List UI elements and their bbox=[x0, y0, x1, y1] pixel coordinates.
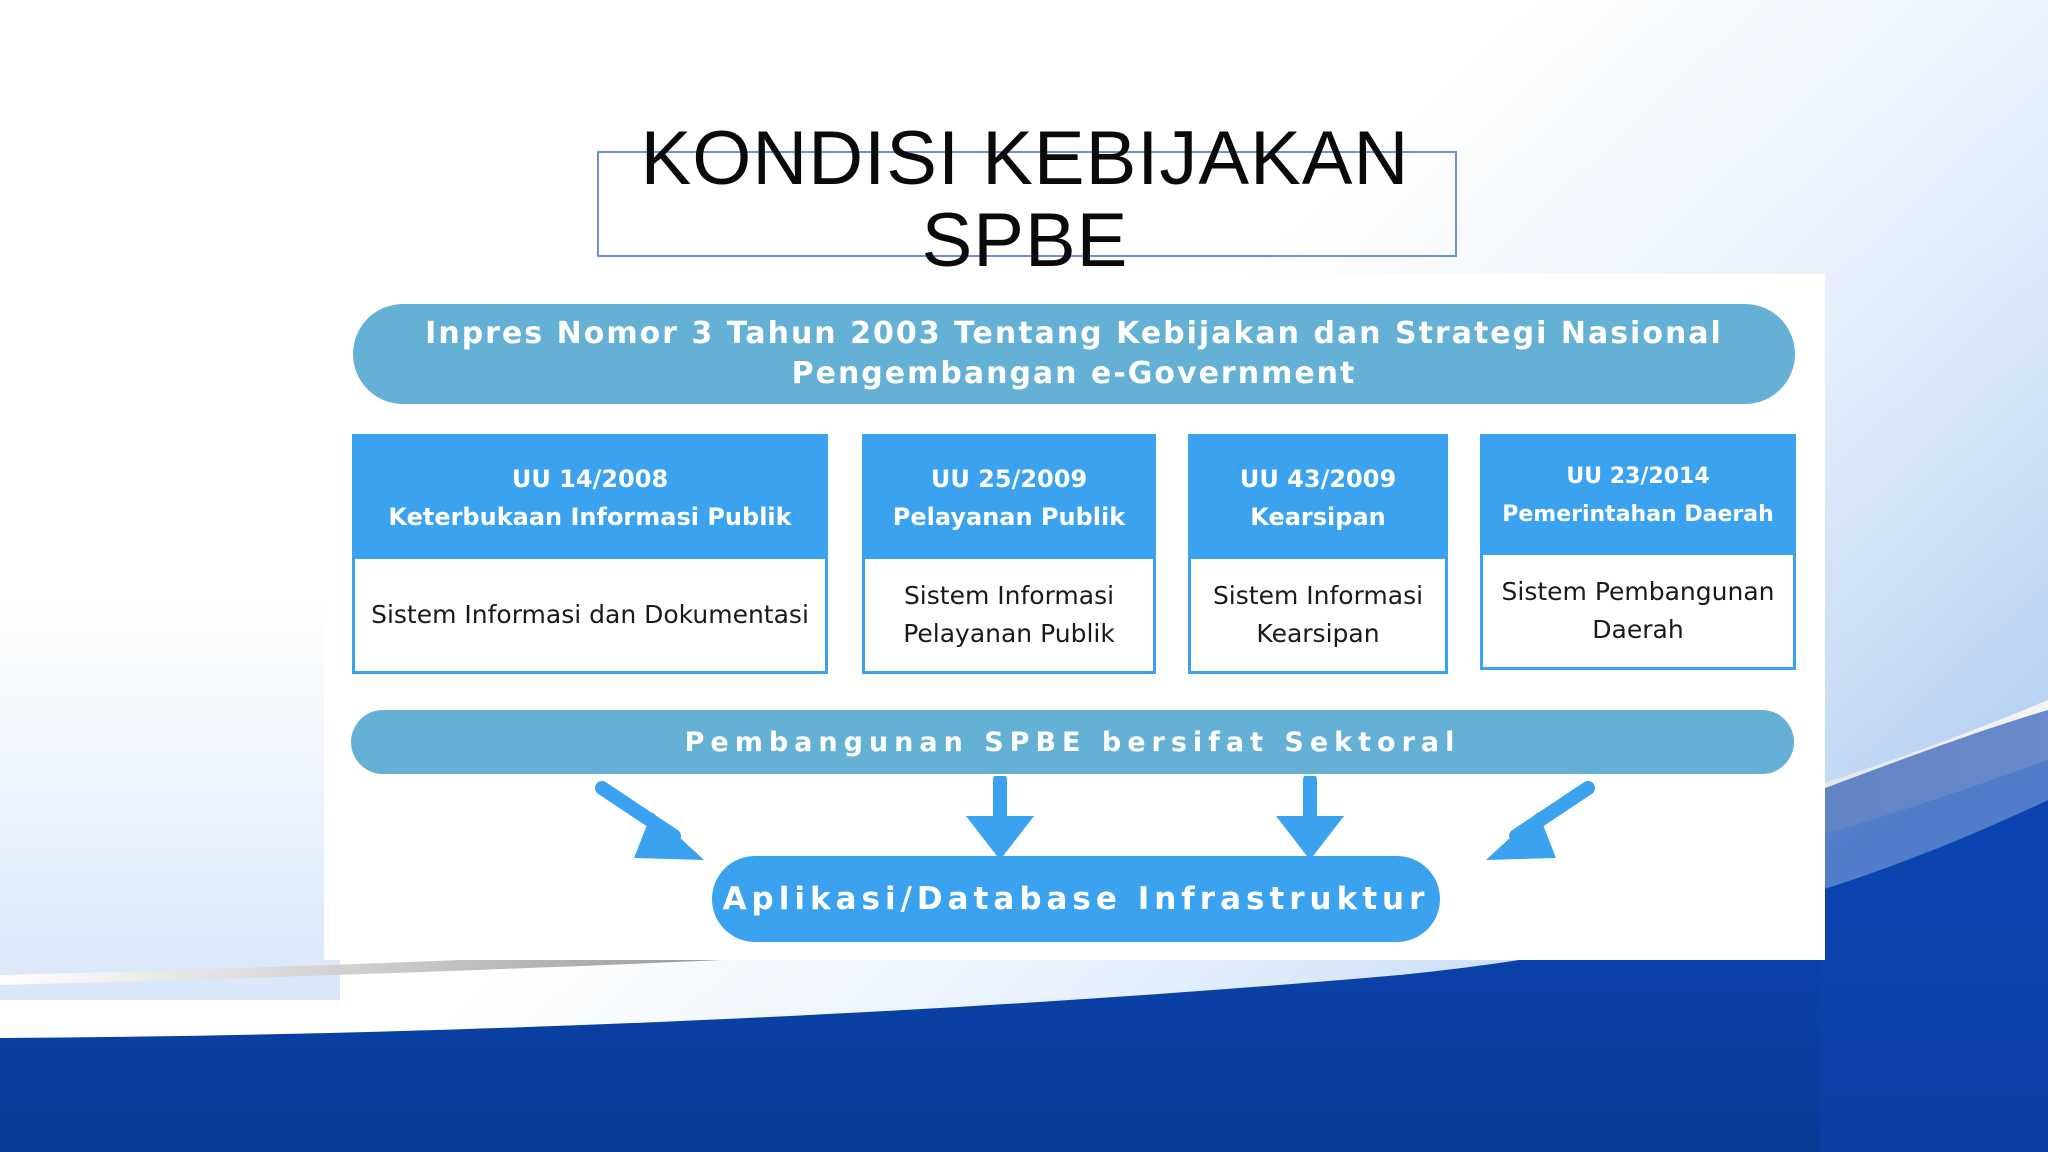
law-card-uu-14-2008: UU 14/2008 Keterbukaan Informasi Publik … bbox=[352, 434, 828, 674]
arrow-down-icon bbox=[1276, 776, 1344, 860]
law-system: Sistem Informasi Kearsipan bbox=[1212, 581, 1424, 648]
law-card-uu-25-2009: UU 25/2009 Pelayanan Publik Sistem Infor… bbox=[862, 434, 1156, 674]
top-policy-banner: Inpres Nomor 3 Tahun 2003 Tentang Kebija… bbox=[353, 304, 1795, 404]
law-card-header: UU 23/2014 Pemerintahan Daerah bbox=[1483, 437, 1793, 555]
arrow-down-right-icon bbox=[595, 781, 704, 860]
law-system: Sistem Informasi Pelayanan Publik bbox=[903, 581, 1115, 648]
law-card-header: UU 43/2009 Kearsipan bbox=[1191, 437, 1445, 559]
arrow-down-icon bbox=[966, 776, 1034, 860]
law-name: Pemerintahan Daerah bbox=[1502, 502, 1774, 527]
diagram-panel: Inpres Nomor 3 Tahun 2003 Tentang Kebija… bbox=[324, 274, 1825, 960]
law-code: UU 25/2009 bbox=[930, 465, 1088, 493]
law-code: UU 23/2014 bbox=[1566, 464, 1710, 489]
law-system: Sistem Informasi dan Dokumentasi bbox=[371, 600, 809, 629]
law-system: Sistem Pembangunan Daerah bbox=[1501, 577, 1775, 644]
law-code: UU 43/2009 bbox=[1239, 465, 1397, 493]
law-code: UU 14/2008 bbox=[511, 465, 669, 493]
page-title: KONDISI KEBIJAKAN SPBE bbox=[640, 116, 1410, 283]
law-card-header: UU 14/2008 Keterbukaan Informasi Publik bbox=[355, 437, 825, 559]
title-frame bbox=[597, 151, 1457, 257]
law-name: Pelayanan Publik bbox=[892, 503, 1126, 531]
sectoral-statement-banner: Pembangunan SPBE bersifat Sektoral bbox=[351, 710, 1794, 774]
law-name: Keterbukaan Informasi Publik bbox=[388, 503, 792, 531]
law-card-uu-23-2014: UU 23/2014 Pemerintahan Daerah Sistem Pe… bbox=[1480, 434, 1796, 670]
arrow-down-left-icon bbox=[1486, 781, 1595, 860]
law-card-uu-43-2009: UU 43/2009 Kearsipan Sistem Informasi Ke… bbox=[1188, 434, 1448, 674]
law-card-header: UU 25/2009 Pelayanan Publik bbox=[865, 437, 1153, 559]
law-name: Kearsipan bbox=[1250, 503, 1386, 531]
result-banner: Aplikasi/Database Infrastruktur bbox=[712, 856, 1440, 942]
